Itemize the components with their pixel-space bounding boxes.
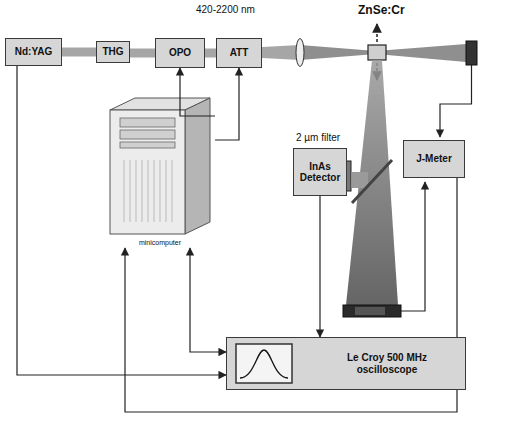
laser-beam	[376, 44, 466, 62]
laser-beam	[130, 49, 155, 58]
opo-box: OPO	[155, 38, 205, 68]
signal-line	[215, 68, 239, 140]
box-label: InAs Detector	[297, 161, 343, 184]
laser-beam	[300, 45, 376, 60]
energy-head	[466, 41, 477, 65]
wavelength-range: 420-2200 nm	[196, 4, 255, 15]
bottom-energy-head	[355, 307, 385, 315]
signal-line	[190, 248, 226, 352]
meter-box: J-Meter	[403, 140, 465, 178]
box-label: Le Croy 500 MHz oscilloscope	[327, 352, 447, 375]
sample-crystal	[368, 45, 386, 60]
attenuator-box: ATT	[216, 38, 262, 68]
box-label: J-Meter	[416, 153, 452, 165]
vent-slots	[124, 160, 172, 222]
signal-wire	[401, 182, 425, 311]
sample-label: ZnSe:Cr	[358, 3, 405, 17]
drive-bay	[120, 118, 175, 127]
laser-beam	[262, 45, 300, 60]
box-label: ATT	[230, 47, 249, 59]
signal-line	[17, 66, 226, 375]
translation-arrow	[376, 24, 377, 42]
laser-box: Nd:YAG	[5, 38, 62, 66]
drive-bay	[120, 142, 175, 148]
bottom-energy-head	[343, 305, 401, 317]
laser-beam	[62, 48, 96, 57]
reflected-beam	[352, 172, 368, 188]
emission-cone	[346, 60, 398, 305]
box-label: Nd:YAG	[15, 46, 52, 58]
box-label: OPO	[169, 47, 191, 59]
box-label: THG	[102, 46, 123, 58]
drive-bay	[120, 130, 175, 139]
computer-front	[110, 110, 185, 234]
signal-line	[180, 68, 215, 116]
laser-beam	[205, 49, 216, 58]
signal-wire	[440, 65, 472, 137]
lens	[296, 39, 304, 67]
oscilloscope-box: Le Croy 500 MHz oscilloscope	[226, 337, 466, 390]
signal-line	[319, 196, 320, 337]
device-caption: minicomputer	[139, 239, 181, 247]
detector-box: InAs Detector	[293, 148, 347, 196]
filter-label: 2 µm filter	[296, 132, 340, 143]
beam-splitter	[352, 160, 392, 203]
computer-node: minicomputer	[105, 96, 215, 248]
computer-side	[185, 98, 210, 234]
harmonic-box: THG	[96, 41, 130, 63]
